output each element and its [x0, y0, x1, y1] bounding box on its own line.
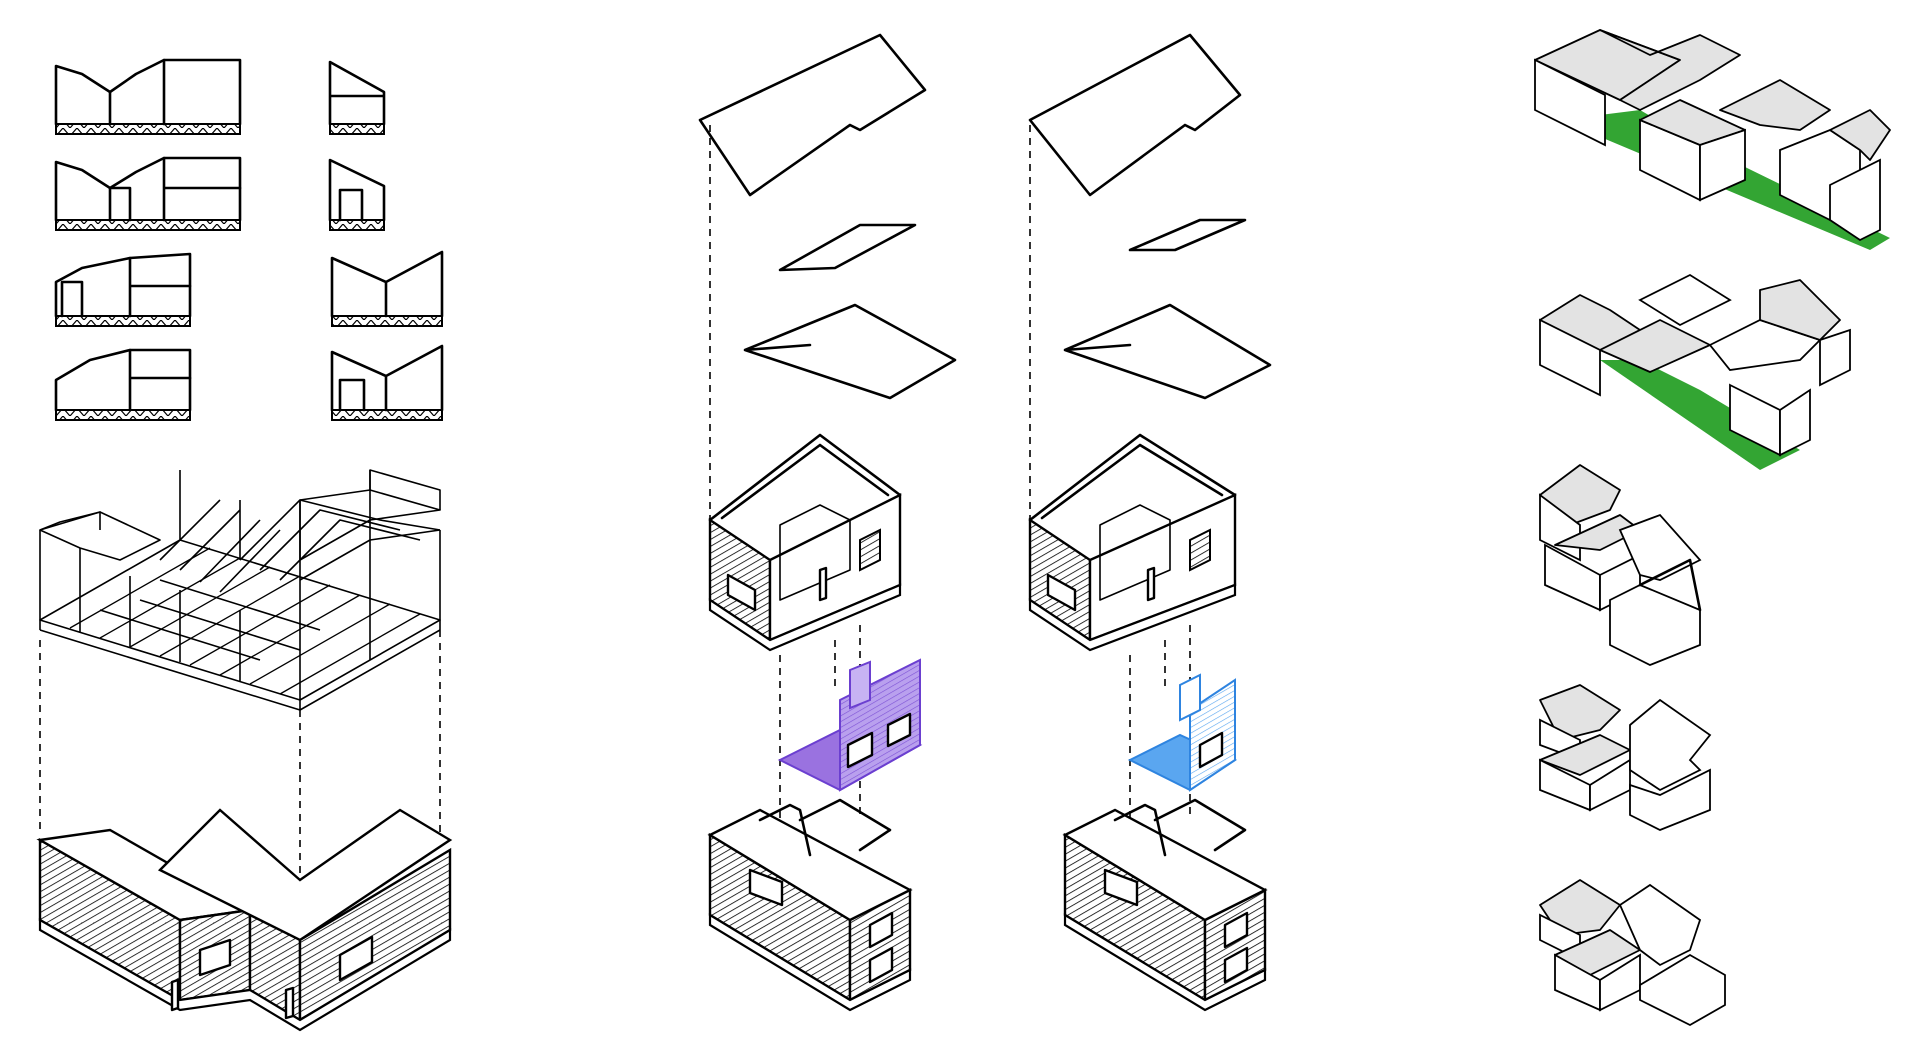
section-variant-2 [54, 156, 242, 231]
section-variant-1 [54, 58, 242, 135]
cluster-variant-1 [1534, 29, 1891, 250]
massing-isometric-left [36, 808, 453, 1032]
section-variant-4 [54, 348, 192, 421]
section-variant-3 [54, 252, 192, 327]
section-variant-8 [330, 344, 444, 421]
section-variant-5 [328, 60, 386, 135]
timber-frame-isometric [39, 469, 441, 711]
cluster-variant-3 [1539, 464, 1702, 666]
cluster-variant-2 [1539, 273, 1851, 470]
module-exploded-blue [1028, 33, 1272, 1012]
module-exploded-purple [698, 33, 957, 1012]
section-variants [54, 58, 444, 421]
section-variant-7 [330, 250, 444, 327]
section-variant-6 [328, 158, 386, 231]
cluster-variant-4 [1539, 684, 1712, 831]
cluster-variant-5 [1539, 879, 1726, 1027]
